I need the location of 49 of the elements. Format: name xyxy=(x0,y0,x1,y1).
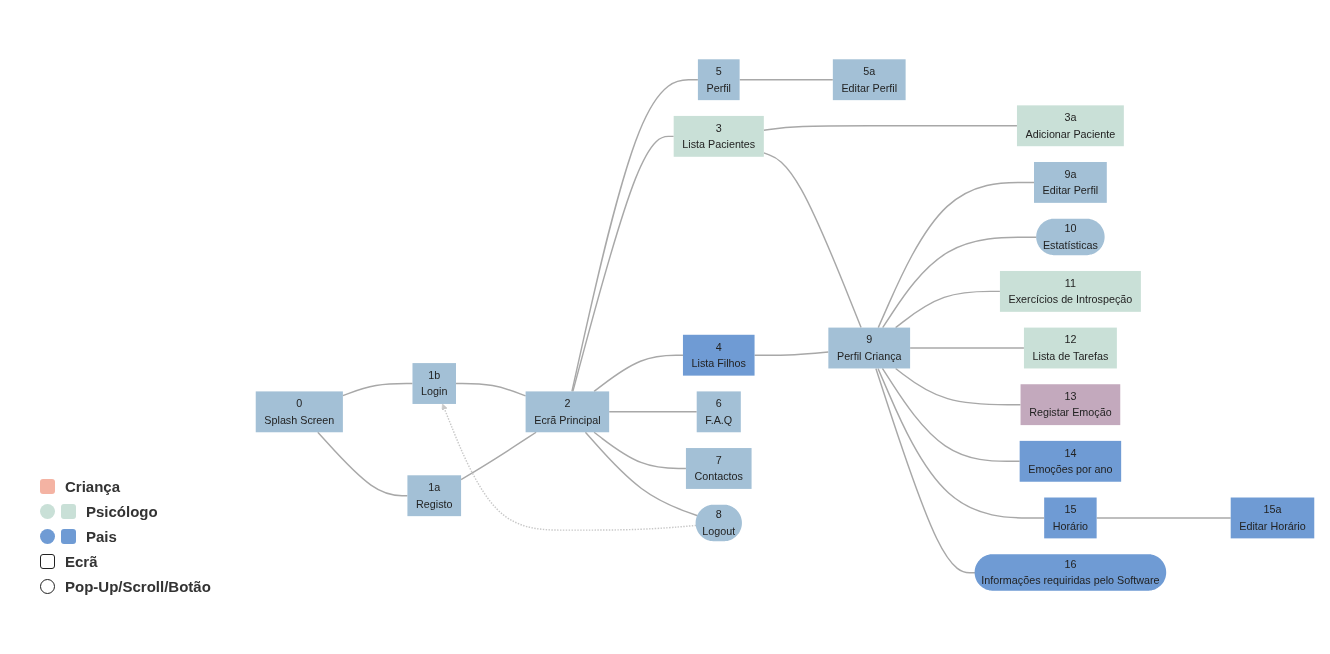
connector xyxy=(909,347,1025,349)
node-box: 11 Exercícios de Introspeção xyxy=(999,270,1141,312)
node-box: 1b Login xyxy=(412,363,456,404)
node-box: 13 Registar Emoção xyxy=(1020,384,1121,426)
node-box: 9a Editar Perfil xyxy=(1034,162,1107,203)
node-box: 5a Editar Perfil xyxy=(832,59,906,101)
node-box: 1a Registo xyxy=(407,475,462,517)
connector xyxy=(608,411,698,413)
connector xyxy=(875,367,976,574)
node-box: 3a Adicionar Paciente xyxy=(1016,105,1124,147)
connector xyxy=(753,351,830,356)
node-box: 16 Informações requiridas pelo Software xyxy=(974,554,1167,591)
node-box: 4 Lista Filhos xyxy=(682,334,755,376)
legend-text: Criança xyxy=(65,478,121,495)
node-box: 14 Emoções por ano xyxy=(1019,440,1122,482)
connector xyxy=(877,367,1045,519)
node-box: 6 F.A.Q xyxy=(696,391,741,433)
node-box: 5 Perfil xyxy=(697,59,740,101)
connector xyxy=(881,367,1021,463)
node-box: 15a Editar Horário xyxy=(1230,497,1315,539)
connector xyxy=(738,79,834,81)
connector xyxy=(317,431,409,497)
connector xyxy=(894,290,1001,329)
connector xyxy=(455,382,527,397)
node-box: 0 Splash Screen xyxy=(255,391,343,433)
node-box: 15 Horário xyxy=(1044,497,1097,539)
connector xyxy=(877,181,1035,329)
connector xyxy=(1095,517,1232,519)
legend-text: Psicólogo xyxy=(86,503,158,520)
connector xyxy=(881,236,1038,329)
arrow xyxy=(441,403,697,531)
connector xyxy=(342,382,414,397)
connector xyxy=(894,367,1022,406)
connector xyxy=(763,125,1018,131)
node-box: 7 Contactos xyxy=(685,448,752,489)
node-box: 9 Perfil Criança xyxy=(828,327,911,369)
connector xyxy=(584,431,699,517)
legend-text: Ecrã xyxy=(65,553,98,570)
node-box: 2 Ecrã Principal xyxy=(525,391,610,433)
legend-text: Pop-Up/Scroll/Botão xyxy=(65,578,211,595)
connector xyxy=(572,135,675,393)
legend-text: Pais xyxy=(86,528,117,545)
connector xyxy=(763,152,862,329)
connector xyxy=(460,431,537,481)
node-box: 12 Lista de Tarefas xyxy=(1023,327,1117,369)
node-box: 3 Lista Pacientes xyxy=(673,115,764,157)
connector xyxy=(593,431,687,470)
connector xyxy=(571,79,699,393)
connector xyxy=(593,354,684,393)
